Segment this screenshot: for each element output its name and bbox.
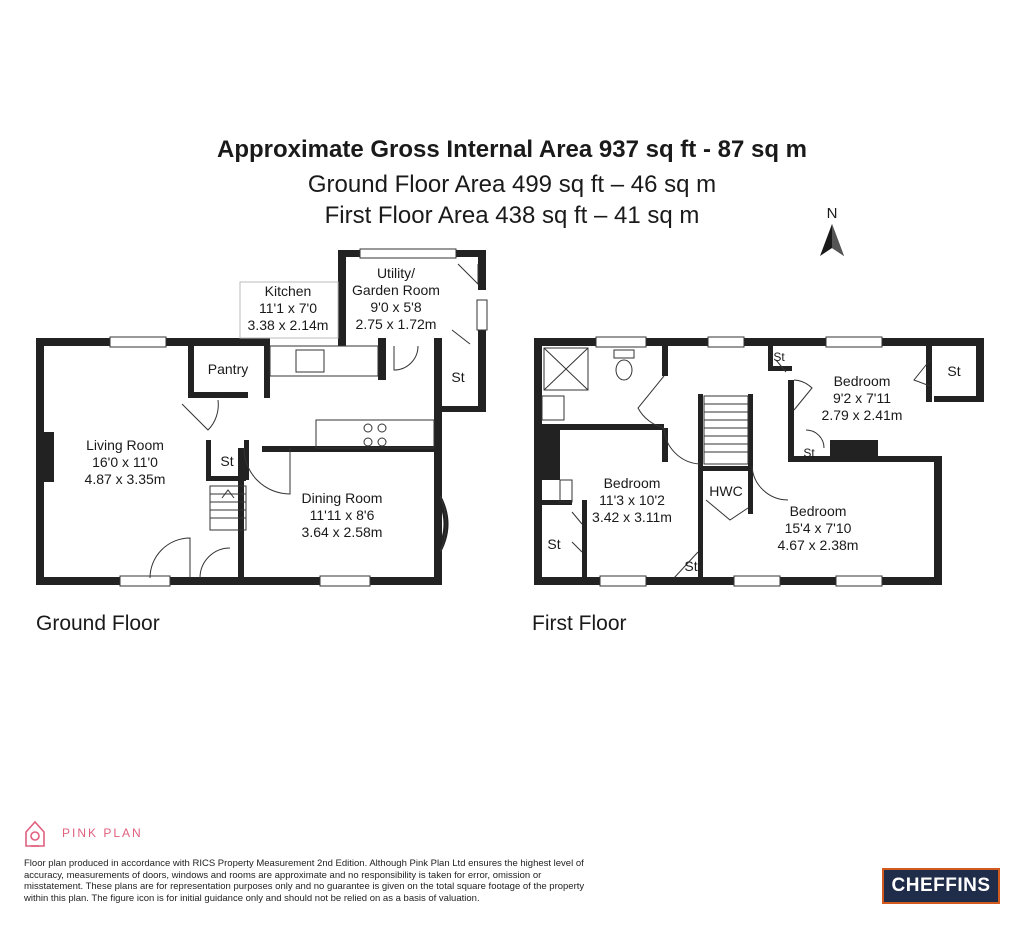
ground-floor-labels: Kitchen 11'1 x 7'0 3.38 x 2.14m Utility/… bbox=[36, 265, 465, 635]
hall-store-name: St bbox=[220, 453, 233, 469]
ground-floor-fixtures bbox=[109, 248, 488, 587]
living-room-imperial: 16'0 x 11'0 bbox=[92, 454, 158, 470]
store-d-label: St bbox=[547, 536, 560, 552]
ground-floor-title: Ground Floor bbox=[36, 612, 160, 635]
first-floor-title: First Floor bbox=[532, 612, 627, 635]
first-floor-labels: Bedroom 9'2 x 7'11 2.79 x 2.41m Bedroom … bbox=[532, 350, 961, 635]
small-bedroom-metric: 2.79 x 2.41m bbox=[822, 407, 903, 423]
left-bedroom-name: Bedroom bbox=[604, 475, 661, 491]
utility-name-line2: Garden Room bbox=[352, 282, 440, 298]
small-bedroom-name: Bedroom bbox=[834, 373, 891, 389]
left-bedroom-imperial: 11'3 x 10'2 bbox=[599, 492, 665, 508]
dining-room-name: Dining Room bbox=[302, 490, 383, 506]
ground-floor-area: Ground Floor Area 499 sq ft – 46 sq m bbox=[307, 171, 717, 198]
living-room-name: Living Room bbox=[86, 437, 164, 453]
first-floor-plan bbox=[534, 338, 984, 585]
gross-area-title: Approximate Gross Internal Area 937 sq f… bbox=[217, 136, 807, 163]
living-room-metric: 4.87 x 3.35m bbox=[85, 471, 166, 487]
left-bedroom-metric: 3.42 x 3.11m bbox=[592, 509, 672, 525]
utility-name-line1: Utility/ bbox=[377, 265, 415, 281]
hwc-label: HWC bbox=[709, 483, 742, 499]
right-bedroom-imperial: 15'4 x 7'10 bbox=[785, 520, 852, 536]
store-b-label: St bbox=[947, 363, 960, 379]
store-a-label: St bbox=[773, 350, 785, 364]
cheffins-logo: CHEFFINS bbox=[882, 868, 1000, 904]
right-bedroom-metric: 4.67 x 2.38m bbox=[778, 537, 859, 553]
pink-plan-brand: PINK PLAN bbox=[62, 826, 143, 840]
pantry-name: Pantry bbox=[208, 361, 248, 377]
kitchen-name: Kitchen bbox=[265, 283, 312, 299]
store-c-label: St bbox=[803, 446, 815, 460]
compass-label: N bbox=[827, 205, 838, 222]
store-e-label: St bbox=[684, 558, 697, 574]
north-arrow-icon: N bbox=[820, 205, 844, 256]
dining-room-metric: 3.64 x 2.58m bbox=[302, 524, 383, 540]
first-floor-fixtures bbox=[541, 336, 931, 587]
utility-imperial: 9'0 x 5'8 bbox=[370, 299, 421, 315]
disclaimer-text: Floor plan produced in accordance with R… bbox=[24, 858, 585, 904]
kitchen-metric: 3.38 x 2.14m bbox=[248, 317, 329, 333]
dining-room-imperial: 11'11 x 8'6 bbox=[310, 507, 375, 523]
utility-store-name: St bbox=[451, 369, 464, 385]
pink-plan-logo-icon bbox=[25, 820, 45, 847]
utility-metric: 2.75 x 1.72m bbox=[356, 316, 437, 332]
right-bedroom-name: Bedroom bbox=[790, 503, 847, 519]
first-floor-area: First Floor Area 438 sq ft – 41 sq m bbox=[324, 202, 700, 229]
kitchen-imperial: 11'1 x 7'0 bbox=[259, 300, 317, 316]
small-bedroom-imperial: 9'2 x 7'11 bbox=[833, 390, 891, 406]
